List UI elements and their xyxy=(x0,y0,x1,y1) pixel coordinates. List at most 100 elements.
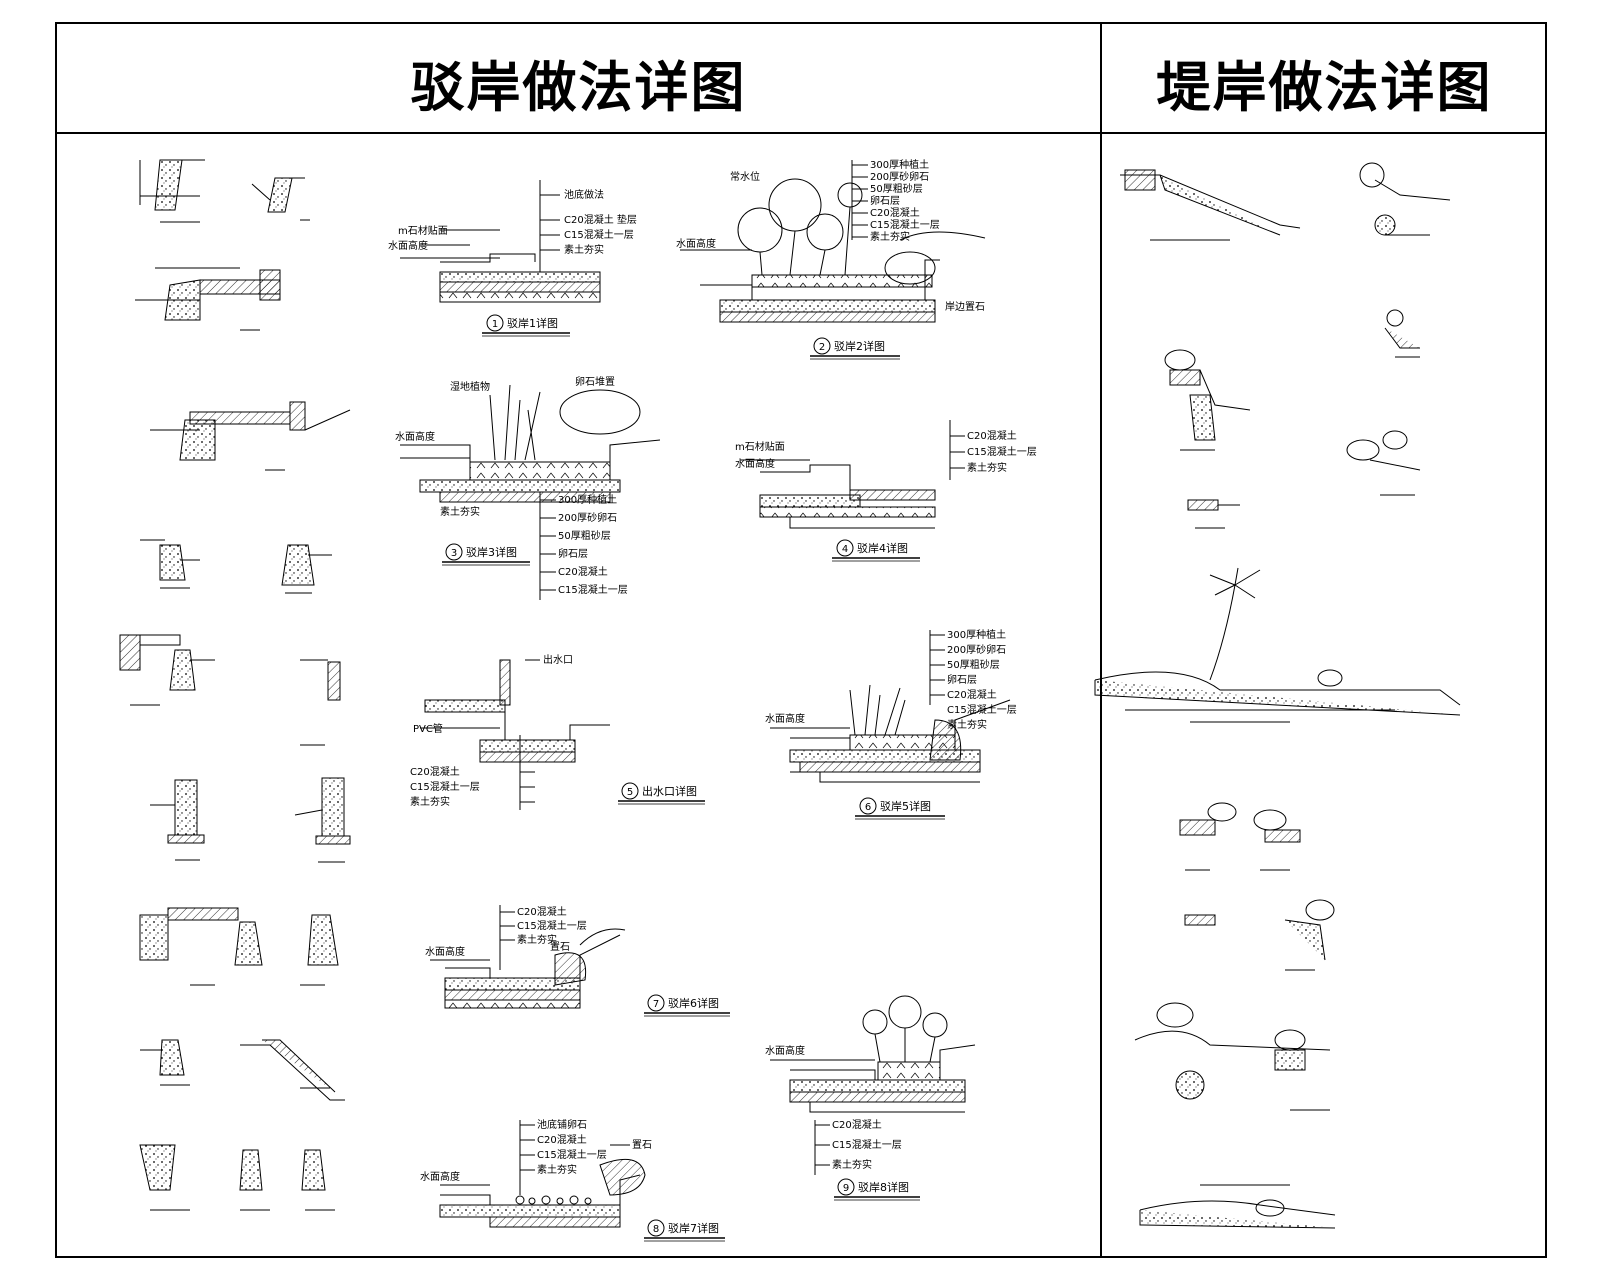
detail-1-label-2: 水面高度 xyxy=(388,239,428,252)
detail-2-caption: 驳岸2详图 xyxy=(834,339,885,353)
detail-3-section: 水面高度 湿地植物 卵石堆置 300厚种植土 200厚砂卵石 50厚粗砂层 卵石… xyxy=(395,376,661,600)
right-embankment-sketches xyxy=(1094,162,1461,1229)
detail-7-number-circle xyxy=(647,994,665,1012)
detail-8-label-4: 水面高度 xyxy=(420,1170,460,1183)
detail-3-label-6: 卵石层 xyxy=(558,548,588,560)
detail-8-label-1: C20混凝土 xyxy=(537,1133,587,1146)
detail-9-caption: 驳岸8详图 xyxy=(858,1180,909,1194)
thumb-b1 xyxy=(135,267,281,331)
thumb-g1 xyxy=(139,907,339,986)
thumb-a2 xyxy=(251,177,310,221)
left-thumbnails xyxy=(119,159,351,1211)
detail-2-label-8: 常水位 xyxy=(730,170,760,183)
detail-1-number-circle xyxy=(486,314,504,332)
detail-5-number: 5 xyxy=(627,787,633,798)
detail-3-caption: 驳岸3详图 xyxy=(466,545,517,559)
detail-7-label-2: 素土夯实 xyxy=(517,933,557,946)
detail-3-number: 3 xyxy=(451,548,457,559)
detail-6-label-7: 水面高度 xyxy=(765,712,805,725)
embankment-8 xyxy=(1184,899,1335,971)
detail-1-caption: 驳岸1详图 xyxy=(507,316,558,330)
detail-4-label-4: 素土夯实 xyxy=(967,461,1007,474)
detail-4-section: m石材贴面 水面高度 C20混凝土 C15混凝土一层 素土夯实 4 驳岸4详图 xyxy=(735,420,1037,562)
detail-4-number-circle xyxy=(836,539,854,557)
detail-2-label-4: C20混凝土 xyxy=(870,206,920,219)
detail-9-label-3: 素土夯实 xyxy=(832,1158,872,1171)
thumb-h1 xyxy=(140,1039,190,1086)
detail-3-label-0: 水面高度 xyxy=(395,430,435,443)
detail-5-label-3: C15混凝土一层 xyxy=(410,780,480,793)
embankment-1 xyxy=(1120,169,1301,241)
thumb-f1 xyxy=(150,779,205,861)
detail-3-label-8: C15混凝土一层 xyxy=(558,583,628,596)
detail-8-number: 8 xyxy=(653,1224,659,1235)
detail-5-caption: 出水口详图 xyxy=(642,784,697,798)
detail-4-caption: 驳岸4详图 xyxy=(857,541,908,555)
detail-3-label-2: 卵石堆置 xyxy=(575,376,615,388)
detail-1-label-5: 素土夯实 xyxy=(564,243,604,256)
detail-1-label-3: C20混凝土 垫层 xyxy=(564,213,637,226)
embankment-3 xyxy=(1164,349,1251,451)
detail-7-label-3: 水面高度 xyxy=(425,945,465,958)
detail-9-section: 水面高度 C20混凝土 C15混凝土一层 素土夯实 9 驳岸8详图 xyxy=(765,995,976,1201)
detail-2-label-3: 卵石层 xyxy=(870,195,900,207)
embankment-palm xyxy=(1094,567,1461,723)
detail-6-label-5: C15混凝土一层 xyxy=(947,703,1017,716)
detail-6-label-6: 素土夯实 xyxy=(947,718,987,731)
detail-8-label-3: 素土夯实 xyxy=(537,1163,577,1176)
detail-6-label-0: 300厚种植土 xyxy=(947,628,1006,641)
thumb-d2 xyxy=(281,544,332,594)
detail-4-label-2: C20混凝土 xyxy=(967,429,1017,442)
title-divider xyxy=(57,132,1545,134)
detail-5-number-circle xyxy=(621,782,639,800)
detail-5-label-0: 出水口 xyxy=(543,653,573,666)
drawing-sheet: 驳岸做法详图 堤岸做法详图 xyxy=(55,22,1547,1258)
detail-8-number-circle xyxy=(647,1219,665,1237)
detail-6-caption: 驳岸5详图 xyxy=(880,799,931,813)
detail-9-number: 9 xyxy=(843,1183,849,1194)
detail-2-label-9: 岸边置石 xyxy=(945,301,985,313)
detail-3-label-3: 300厚种植土 xyxy=(558,493,617,506)
detail-7-label-0: C20混凝土 xyxy=(517,905,567,918)
thumb-a1 xyxy=(139,159,205,223)
detail-3-label-4: 200厚砂卵石 xyxy=(558,511,617,524)
column-divider xyxy=(1100,24,1102,1256)
embankment-6 xyxy=(1187,499,1240,529)
detail-2-number: 2 xyxy=(819,342,825,353)
embankment-5 xyxy=(1346,430,1421,496)
detail-6-label-1: 200厚砂卵石 xyxy=(947,643,1006,656)
detail-3-label-1: 湿地植物 xyxy=(450,380,490,393)
detail-7-label-4: 置石 xyxy=(550,941,570,953)
detail-8-label-2: C15混凝土一层 xyxy=(537,1148,607,1161)
thumb-f2 xyxy=(294,777,351,863)
thumb-e2 xyxy=(300,659,341,746)
embankment-4 xyxy=(1384,309,1420,358)
detail-3-label-7: C20混凝土 xyxy=(558,565,608,578)
detail-1-label-0: 池底做法 xyxy=(564,188,604,201)
detail-9-label-2: C15混凝土一层 xyxy=(832,1138,902,1151)
detail-6-number-circle xyxy=(859,797,877,815)
embankment-7 xyxy=(1179,802,1301,871)
detail-2-label-5: C15混凝土一层 xyxy=(870,218,940,231)
detail-5-label-4: 素土夯实 xyxy=(410,795,450,808)
detail-4-number: 4 xyxy=(842,544,848,555)
detail-7-number: 7 xyxy=(653,999,659,1010)
detail-2-label-2: 50厚粗砂层 xyxy=(870,182,923,195)
detail-2-label-6: 素土夯实 xyxy=(870,230,910,243)
embankment-10 xyxy=(1139,1184,1336,1229)
detail-4-label-3: C15混凝土一层 xyxy=(967,445,1037,458)
detail-6-label-2: 50厚粗砂层 xyxy=(947,658,1000,671)
detail-8-label-0: 池底铺卵石 xyxy=(537,1118,587,1131)
thumb-i1 xyxy=(139,1144,335,1211)
detail-4-label-1: 水面高度 xyxy=(735,457,775,470)
detail-8-label-5: 置石 xyxy=(632,1139,652,1151)
detail-8-pebbles xyxy=(515,1195,592,1205)
detail-5-label-2: C20混凝土 xyxy=(410,765,460,778)
detail-1-label-4: C15混凝土一层 xyxy=(564,228,634,241)
detail-1-number: 1 xyxy=(492,319,498,330)
detail-8-caption: 驳岸7详图 xyxy=(668,1221,719,1235)
embankment-9 xyxy=(1134,1002,1331,1111)
detail-2-label-0: 300厚种植土 xyxy=(870,158,929,171)
detail-6-label-3: 卵石层 xyxy=(947,674,977,686)
